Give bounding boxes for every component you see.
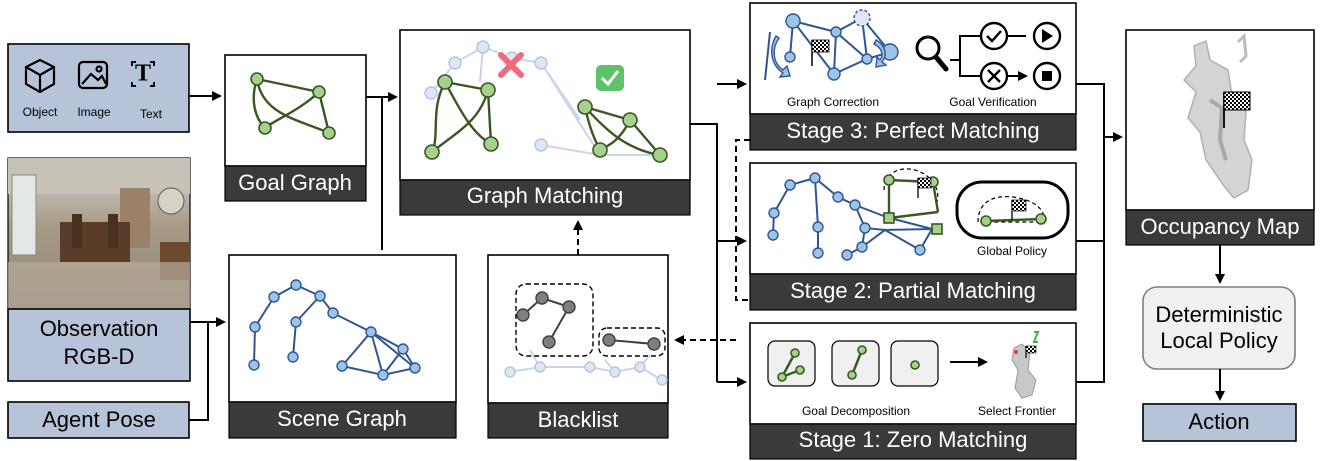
select-frontier-label: Select Frontier [978, 404, 1056, 418]
magnifier-icon [915, 35, 949, 72]
global-policy-box: Global Policy [955, 180, 1070, 258]
stage3-module: Graph Correction Goal Verification Stage… [749, 2, 1077, 151]
occupancy-map-drawing [1182, 32, 1253, 199]
connectors [189, 79, 1225, 421]
goal-decomposition-label: Goal Decomposition [802, 404, 910, 418]
goal-graph-drawing [250, 72, 336, 140]
stage3-label: Stage 3: Perfect Matching [786, 118, 1039, 143]
occupancy-map-label: Occupancy Map [1141, 214, 1300, 239]
scene-graph-label: Scene Graph [277, 406, 407, 431]
local-policy-box: Deterministic Local Policy [1142, 286, 1296, 370]
text-icon: T [131, 61, 155, 87]
scene-graph-drawing [248, 279, 421, 381]
graph-matching-module: Graph Matching [399, 29, 691, 216]
check-mark-icon [596, 65, 624, 91]
agent-pose-box: Agent Pose [7, 401, 190, 439]
local-policy-label-2: Local Policy [1160, 328, 1277, 353]
action-label: Action [1188, 409, 1249, 434]
rotate-arrow-icon [771, 35, 888, 78]
svg-text:T: T [135, 61, 151, 87]
checkered-flag-icon [917, 177, 932, 198]
blacklist-module: Blacklist [487, 254, 669, 439]
text-label: Text [140, 107, 163, 121]
image-icon [77, 60, 109, 90]
occupancy-map-module: Occupancy Map [1125, 29, 1315, 246]
observation-input: Observation RGB-D [7, 157, 191, 382]
graph-matching-label: Graph Matching [467, 183, 624, 208]
observation-label-2: RGB-D [64, 344, 135, 369]
graph-correction-drawing [764, 9, 899, 81]
goal-decomposition-drawing [767, 340, 988, 387]
checkered-flag-icon [811, 39, 830, 66]
cube-icon [24, 58, 56, 94]
partial-matching-drawing [767, 168, 943, 261]
select-frontier-map [1011, 331, 1040, 399]
observation-label-1: Observation [40, 316, 159, 341]
goal-verification-drawing [915, 21, 1062, 91]
goal-input-box: T Object Image Text [7, 43, 190, 133]
goal-graph-module: Goal Graph [224, 54, 367, 202]
check-icon [979, 21, 1009, 51]
action-box: Action [1142, 403, 1297, 442]
image-label: Image [77, 105, 111, 119]
checkered-flag-icon [1011, 199, 1027, 220]
stage2-module: Global Policy Stage 2: Partial Matching [749, 162, 1077, 311]
global-policy-label: Global Policy [977, 244, 1047, 258]
blacklist-drawing [504, 283, 668, 386]
graph-matching-drawing [424, 40, 668, 163]
agent-pose-label: Agent Pose [42, 407, 156, 432]
goal-verification-label: Goal Verification [949, 95, 1036, 109]
stage2-label: Stage 2: Partial Matching [790, 278, 1036, 303]
goal-graph-label: Goal Graph [238, 170, 352, 195]
object-label: Object [23, 105, 58, 119]
stage1-label: Stage 1: Zero Matching [799, 427, 1028, 452]
local-policy-label-1: Deterministic [1155, 302, 1282, 327]
graph-correction-label: Graph Correction [787, 95, 879, 109]
blacklist-label: Blacklist [538, 407, 619, 432]
scene-graph-module: Scene Graph [228, 254, 457, 439]
stage1-module: Goal Decomposition Select Frontier Stage… [749, 322, 1077, 460]
cross-mark-icon [498, 52, 524, 78]
